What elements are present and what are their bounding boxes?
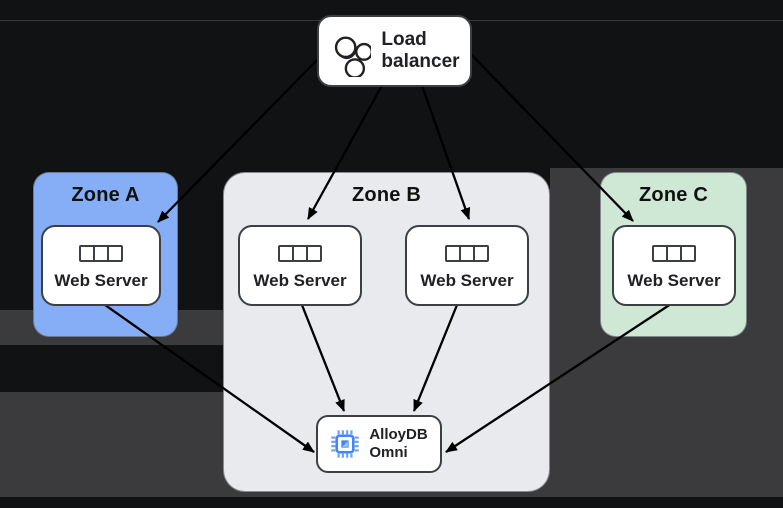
web-server-node-zone-c: Web Server (612, 225, 736, 306)
alloydb-omni-label-line2: Omni (369, 444, 408, 461)
web-server-label: Web Server (54, 270, 148, 290)
web-server-node-zone-a: Web Server (41, 225, 161, 306)
load-balancer-node: Load balancer (317, 15, 472, 87)
load-balancer-label: Load balancer (381, 29, 460, 72)
alloydb-omni-chip-icon (331, 430, 360, 458)
zone-a-title: Zone A (71, 184, 140, 206)
server-icon (278, 244, 322, 262)
server-icon (79, 244, 123, 262)
zone-b-title: Zone B (352, 184, 421, 206)
server-icon (652, 244, 696, 262)
zone-c-title: Zone C (639, 184, 708, 206)
server-icon (445, 244, 489, 262)
alloydb-omni-label: AlloyDB Omni (369, 426, 427, 462)
alloydb-omni-label-line1: AlloyDB (369, 426, 428, 443)
web-server-label: Web Server (420, 270, 514, 290)
web-server-node-zone-b-1: Web Server (238, 225, 362, 306)
alloydb-omni-node: AlloyDB Omni (316, 415, 442, 473)
web-server-label: Web Server (253, 270, 347, 290)
web-server-node-zone-b-2: Web Server (405, 225, 529, 306)
load-balancer-icon (334, 36, 372, 77)
web-server-label: Web Server (627, 270, 721, 290)
